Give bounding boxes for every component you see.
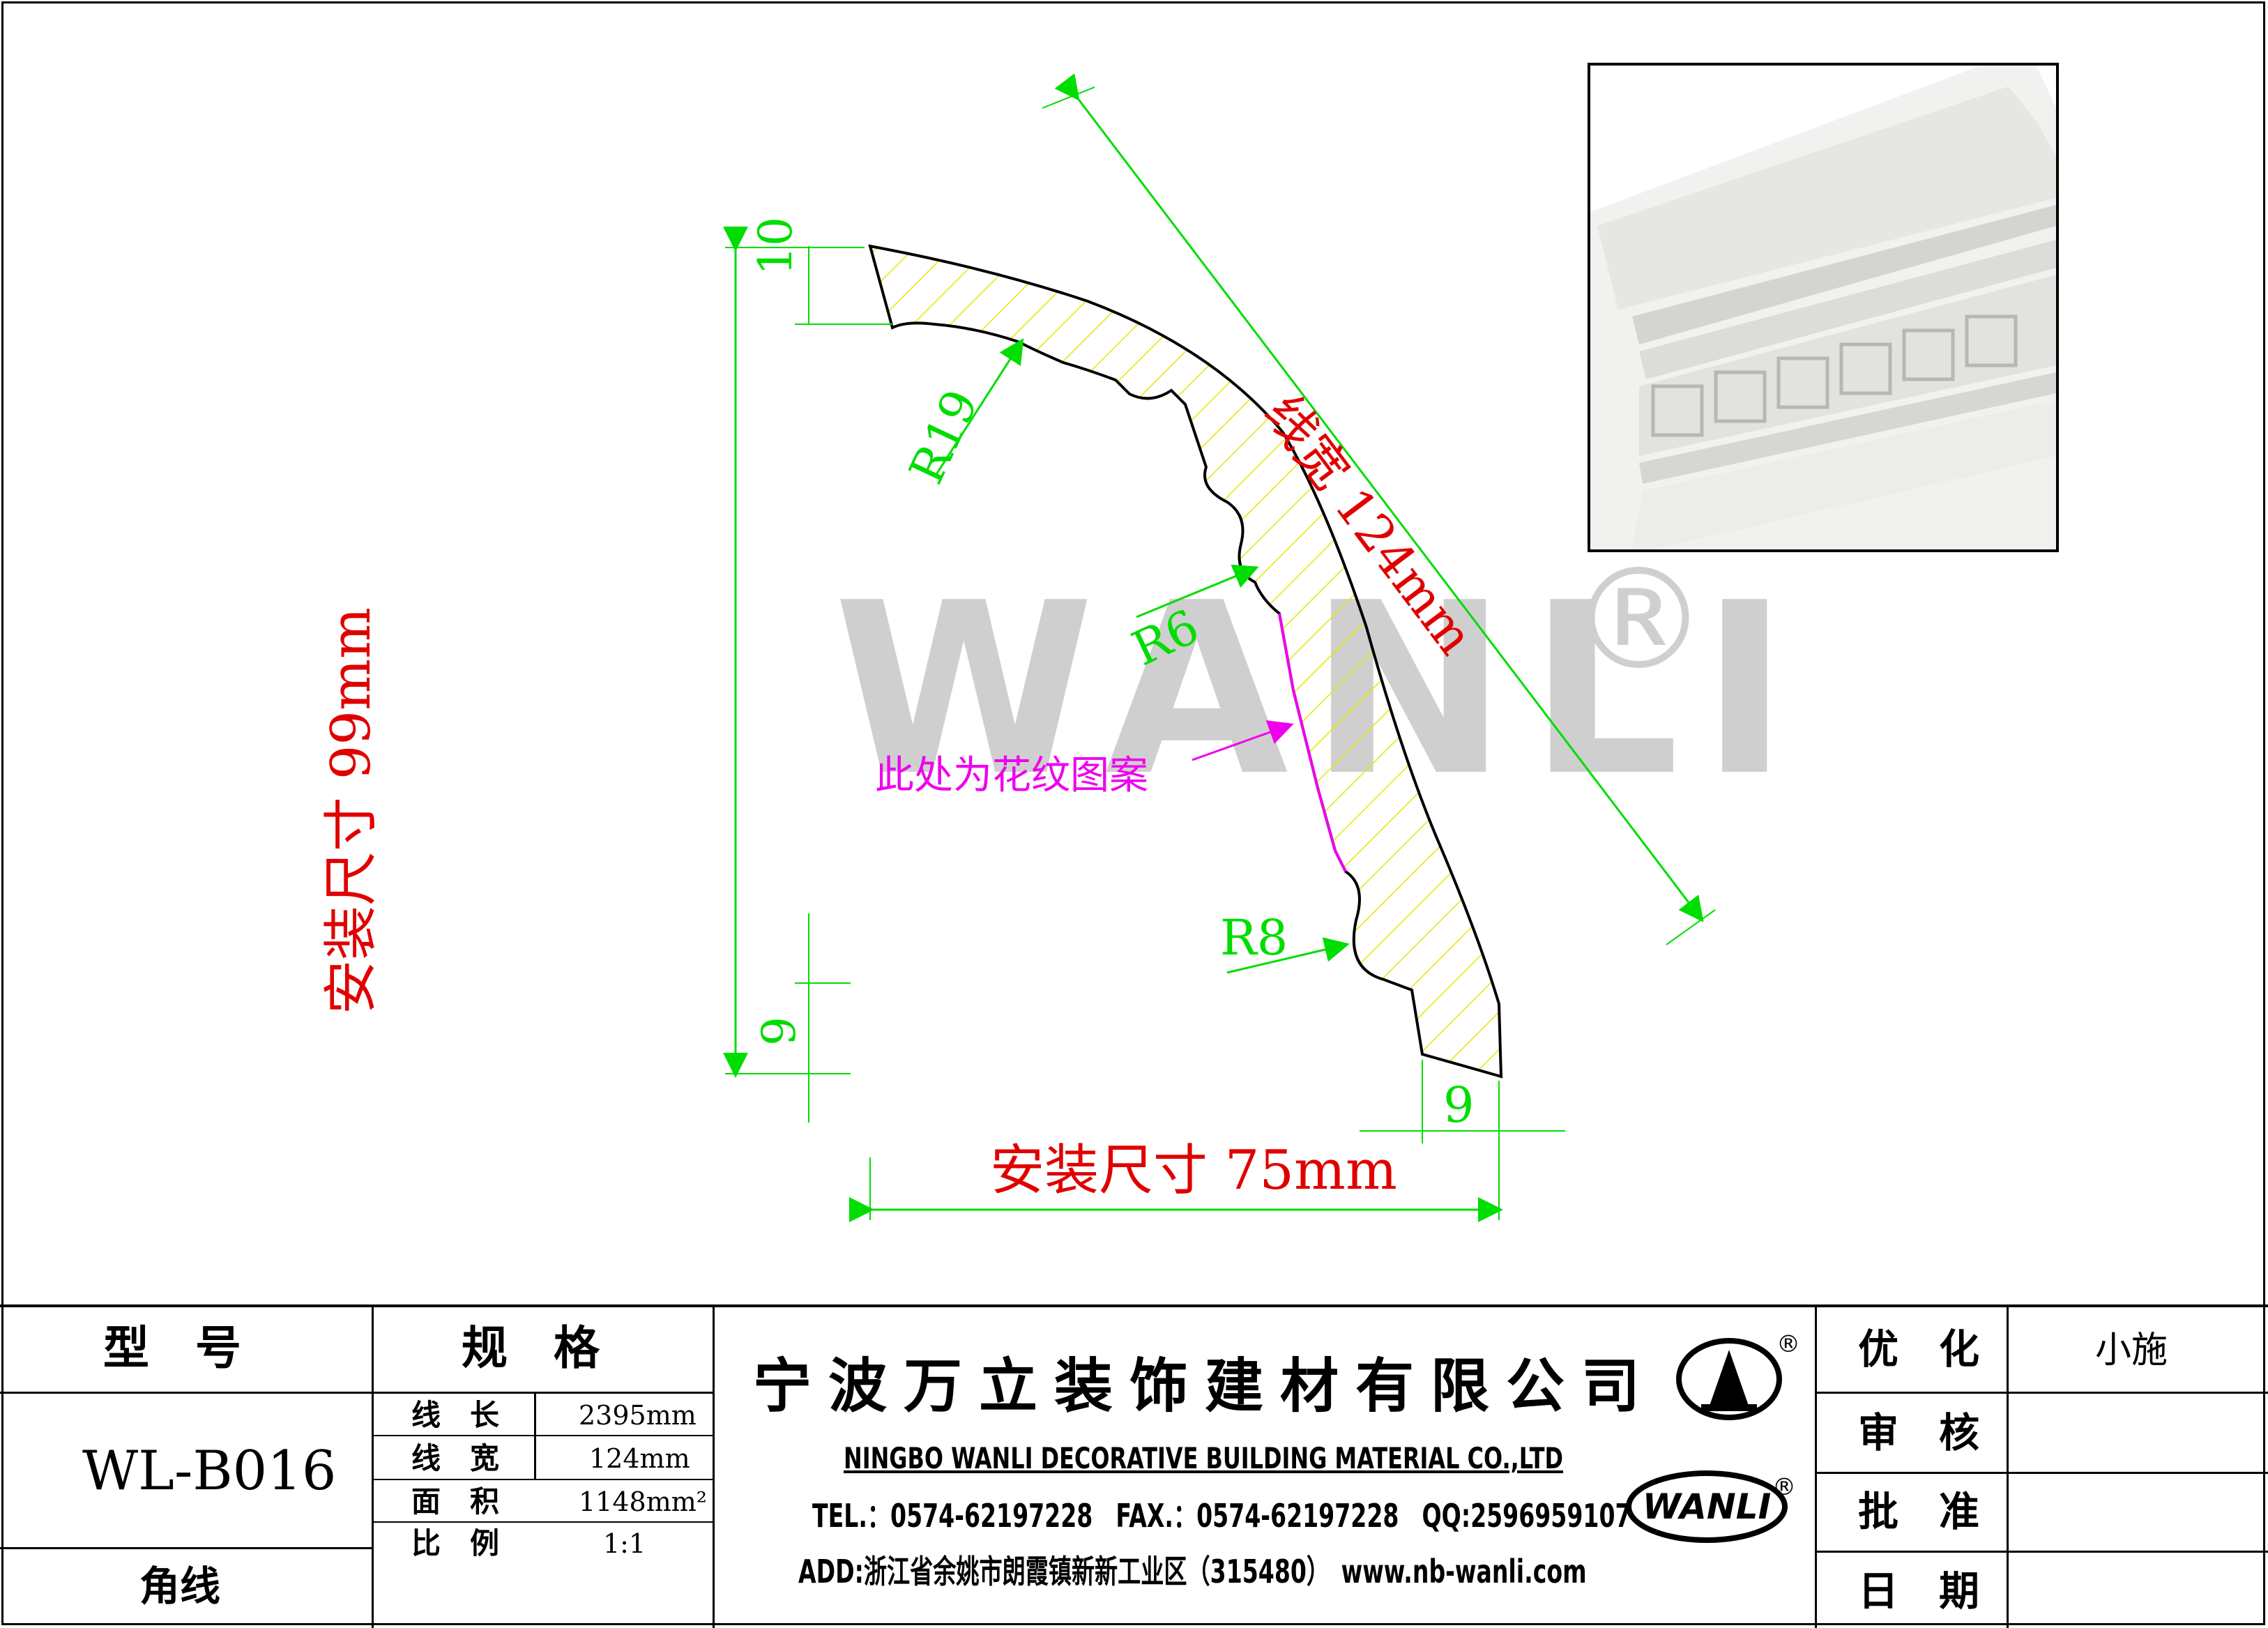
top-offset-label: 10 — [749, 217, 802, 275]
approval-approve-label: 批 准 — [1858, 1488, 1980, 1535]
company-name-cn: 宁波万立装饰建材有限公司 — [753, 1352, 1657, 1420]
pattern-note: 此处为花纹图案 — [875, 753, 1148, 798]
spec-area-value: 1148mm² — [579, 1486, 708, 1517]
approval-review-label: 审 核 — [1858, 1409, 1980, 1456]
spec-width-label: 线 宽 — [411, 1441, 500, 1475]
company-address: ADD:浙江省余姚市朗霞镇新新工业区（315480） www.nb-wanli.… — [798, 1553, 1587, 1590]
company-contact: TEL.：0574-62197228 FAX.：0574-62197228 QQ… — [812, 1497, 1631, 1535]
approval-date-label: 日 期 — [1858, 1567, 1980, 1615]
profile-drawing — [723, 73, 1716, 1222]
dim-line-diagonal — [1054, 73, 1704, 922]
spec-length-value: 2395mm — [579, 1400, 697, 1431]
bottom-offset-right-label: 9 — [1443, 1077, 1475, 1134]
logo-registered-mark: ® — [1772, 1473, 1796, 1501]
company-emblem-icon — [1676, 1338, 1782, 1420]
spec-header: 规 格 — [462, 1321, 600, 1375]
profile-section — [868, 244, 1503, 1079]
leader-r19 — [933, 337, 1024, 478]
spec-width-value: 124mm — [589, 1443, 690, 1474]
model-header: 型 号 — [103, 1321, 241, 1375]
spec-scale-value: 1:1 — [603, 1528, 646, 1559]
install-height-label: 安装尺寸 99mm — [320, 607, 383, 1014]
wanli-logo-text: WANLI — [1643, 1486, 1771, 1527]
spec-area-label: 面 积 — [411, 1484, 500, 1519]
spec-scale-label: 比 例 — [411, 1526, 500, 1560]
r8-label: R8 — [1220, 909, 1288, 966]
model-value: WL-B016 — [82, 1440, 337, 1503]
leader-pattern — [1192, 720, 1294, 761]
product-photo — [1588, 63, 2059, 552]
bottom-offset-left-label: 9 — [752, 1017, 806, 1046]
company-name-en: NINGBO WANLI DECORATIVE BUILDING MATERIA… — [844, 1441, 1564, 1475]
approval-optimize-value: 小施 — [2095, 1330, 2168, 1371]
spec-length-label: 线 长 — [411, 1398, 500, 1432]
leader-r8 — [1226, 937, 1350, 974]
title-block: 型 号 规 格 WL-B016 角线 线 长 2395mm 线 宽 124mm … — [0, 1304, 2268, 1628]
install-width-label: 安装尺寸 75mm — [990, 1139, 1397, 1202]
category: 角线 — [139, 1562, 221, 1610]
wanli-logo: WANLI — [1626, 1470, 1788, 1543]
leader-r6 — [1136, 564, 1259, 618]
product-photo-image — [1590, 66, 2056, 549]
approval-optimize-label: 优 化 — [1858, 1325, 1980, 1373]
emblem-registered-mark: ® — [1776, 1330, 1800, 1358]
